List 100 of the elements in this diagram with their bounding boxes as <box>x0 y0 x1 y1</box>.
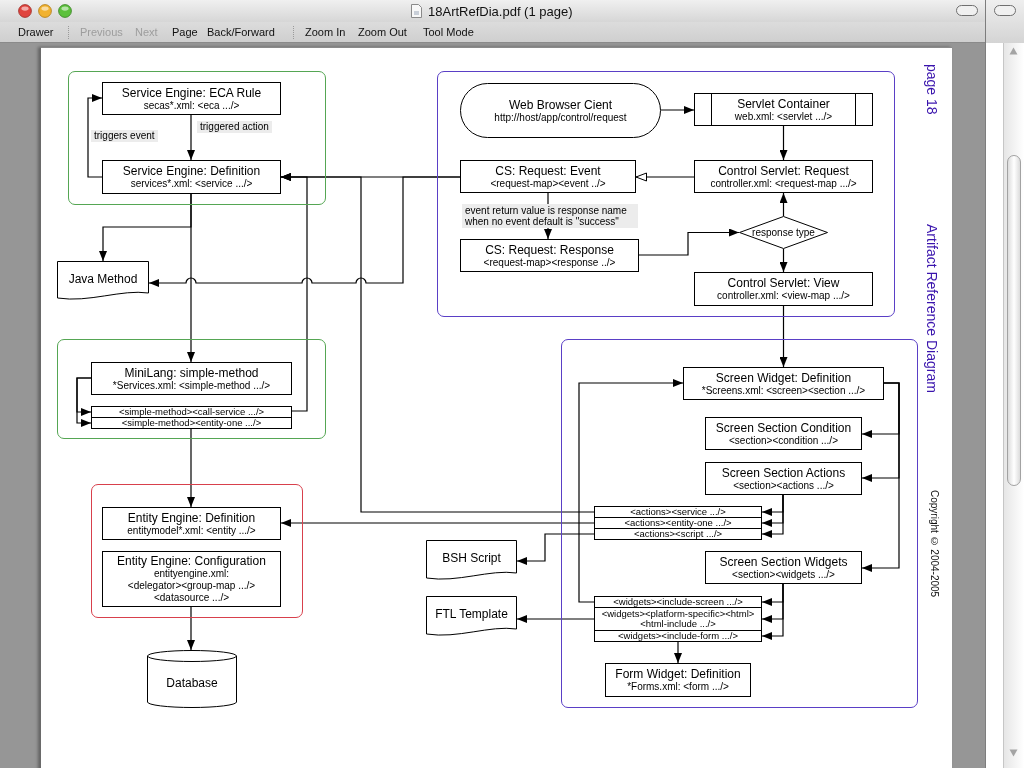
node-detail: entityengine.xml: <delegator><group-map .../> <datasource .../> <box>126 568 257 604</box>
element-box <box>91 417 292 429</box>
node-detail: web.xml: <servlet .../> <box>734 110 833 123</box>
connector-arrow <box>779 125 788 161</box>
connector-arrow <box>187 606 195 651</box>
toolbar-button: Drawer <box>18 25 54 39</box>
group-frame <box>561 339 918 708</box>
node-heading: Control Servlet: Request <box>718 163 849 178</box>
process-box <box>102 82 281 115</box>
node-heading: Service Engine: ECA Rule <box>121 85 262 100</box>
node-label: <simple-method><call-service .../> <box>118 407 265 417</box>
document-shape <box>426 540 517 582</box>
process-box <box>705 551 862 584</box>
node-detail: <section><widgets .../> <box>732 568 835 581</box>
document-shape <box>426 596 517 638</box>
node-heading: Entity Engine: Configuration <box>117 554 266 568</box>
element-box <box>594 506 762 518</box>
node-heading: Screen Section Condition <box>715 420 852 435</box>
toolbar-button: Zoom Out <box>358 25 407 39</box>
element-box <box>594 607 762 631</box>
node-detail: http://host/app/control/request <box>494 111 627 124</box>
node-label: <actions><service .../> <box>630 507 726 517</box>
connector-arrow <box>280 519 595 527</box>
node-label: Database <box>166 676 218 690</box>
process-box <box>460 239 639 272</box>
toolbar-button: Zoom In <box>305 25 346 39</box>
process-box <box>102 160 281 194</box>
connector-arrow <box>516 615 595 623</box>
connector-arrow <box>861 382 900 572</box>
node-label: FTL Template <box>435 607 508 621</box>
node-label: <widgets><platform-specific><html><html-include .../> <box>600 609 756 629</box>
element-box <box>91 406 292 418</box>
diagram-title: Artifact Reference Diagram <box>924 224 940 393</box>
page-number: page 18 <box>924 64 940 115</box>
node-label: BSH Script <box>442 551 501 565</box>
node-detail: services*.xml: <service .../> <box>130 178 253 190</box>
toolbar-button: Next <box>135 25 158 39</box>
group-frame <box>57 339 326 439</box>
node-label: <widgets><include-screen .../> <box>613 597 743 607</box>
process-box <box>683 367 884 400</box>
connector-arrow <box>674 641 682 664</box>
node-heading: MiniLang: simple-method <box>124 365 259 380</box>
edge-label: event return value is response name when no event default is "success" <box>462 204 638 228</box>
edge-label: triggers event <box>91 130 158 142</box>
connector-arrow <box>578 379 684 603</box>
decision-diamond <box>739 216 828 249</box>
process-box <box>91 362 292 395</box>
process-box <box>694 160 873 193</box>
window-title: 18ArtRefDia.pdf (1 page) <box>428 4 573 19</box>
node-detail: <request-map><response ../> <box>483 256 616 269</box>
process-box <box>460 160 636 193</box>
node-detail: secas*.xml: <eca .../> <box>143 99 240 112</box>
database-cylinder <box>147 650 237 708</box>
process-box <box>694 272 873 306</box>
node-heading: CS: Request: Event <box>495 163 601 178</box>
connector-arrow <box>516 533 595 565</box>
node-label: <actions><entity-one .../> <box>624 518 732 528</box>
node-heading: Web Browser Cient <box>508 97 613 112</box>
node-detail: *Forms.xml: <form .../> <box>627 681 729 693</box>
node-label: <widgets><include-form .../> <box>618 631 738 641</box>
group-frame <box>91 484 303 618</box>
process-box <box>705 417 862 450</box>
node-label: response type <box>752 226 815 239</box>
node-heading: Entity Engine: Definition <box>127 510 256 525</box>
group-frame <box>68 71 326 205</box>
toolbar-button: Previous <box>80 25 123 39</box>
node-heading: Form Widget: Definition <box>615 667 741 681</box>
node-detail: <section><actions .../> <box>733 479 834 492</box>
connector-arrow <box>761 583 784 640</box>
element-box <box>594 630 762 642</box>
element-box <box>594 596 762 608</box>
process-box <box>102 507 281 540</box>
connector-arrow <box>638 228 740 256</box>
node-detail: *Services.xml: <simple-method .../> <box>112 379 271 392</box>
connector-arrow <box>187 428 195 508</box>
connector-arrow <box>779 305 788 368</box>
node-heading: Screen Widget: Definition <box>715 370 852 385</box>
node-detail: entitymodel*.xml: <entity .../> <box>127 524 256 537</box>
connector-arrow <box>779 248 788 273</box>
document-shape <box>57 261 149 302</box>
connector-arrow <box>635 172 695 182</box>
connector-arrow <box>761 494 784 538</box>
node-label: Java Method <box>68 271 138 286</box>
edge-label: triggered action <box>197 121 272 133</box>
node-heading: Screen Section Actions <box>721 465 846 480</box>
connector-arrow <box>779 192 788 217</box>
toolbar-button: Tool Mode <box>423 25 474 39</box>
element-box <box>594 517 762 529</box>
element-box <box>594 528 762 540</box>
node-heading: Screen Section Widgets <box>719 554 848 569</box>
node-label: <actions><script .../> <box>633 529 723 539</box>
connector-arrow <box>148 176 461 287</box>
node-heading: Servlet Container <box>737 96 830 111</box>
toolbar-button: Page <box>172 25 198 39</box>
connector-arrow <box>280 173 595 513</box>
connector-arrow <box>660 106 695 114</box>
group-frame <box>437 71 895 317</box>
process-box <box>705 462 862 495</box>
process-box <box>102 551 281 607</box>
node-detail: controller.xml: <request-map .../> <box>710 177 857 190</box>
